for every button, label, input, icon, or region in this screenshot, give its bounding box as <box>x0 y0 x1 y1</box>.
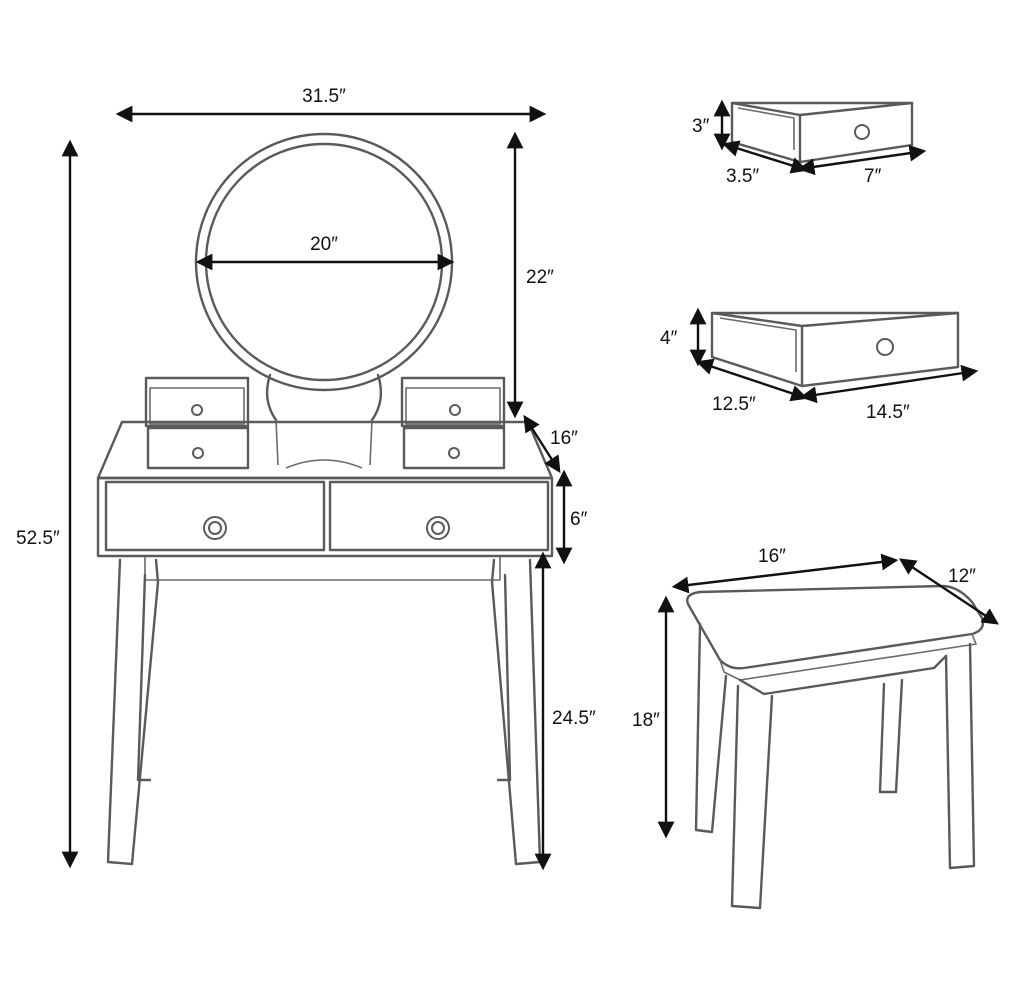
small-drawer <box>730 101 914 164</box>
large-drawer-depth-label: 12.5″ <box>712 394 756 415</box>
large-drawer-dimensions: 4″ 12.5″ 14.5″ <box>660 307 979 423</box>
total-height-label: 52.5″ <box>16 528 60 549</box>
small-drawer-depth-label: 3.5″ <box>726 166 759 187</box>
mirror-height-label: 22″ <box>526 267 554 288</box>
stool <box>686 584 985 910</box>
drawer-front-height-label: 6″ <box>570 509 588 530</box>
stool-width-label: 16″ <box>758 546 786 567</box>
main-drawers <box>96 476 554 581</box>
table-legs <box>106 558 542 866</box>
tabletop <box>96 420 554 480</box>
small-drawer-width-label: 7″ <box>864 166 882 187</box>
large-drawer <box>710 311 960 388</box>
leg-height-dimension: 24.5″ <box>534 551 596 871</box>
vanity-table <box>96 132 554 866</box>
stool-depth-label: 12″ <box>948 566 976 587</box>
width-dimension: 31.5″ <box>115 86 547 123</box>
table-depth-label: 16″ <box>550 428 578 449</box>
round-mirror <box>194 132 454 469</box>
stool-height-label: 18″ <box>632 710 660 731</box>
total-height-dimension: 52.5″ <box>16 139 79 869</box>
drawer-height-dimension: 6″ <box>555 469 588 565</box>
small-drawer-height-label: 3″ <box>692 116 710 137</box>
small-drawer-dimensions: 3″ 3.5″ 7″ <box>692 99 927 187</box>
large-drawer-width-label: 14.5″ <box>866 402 910 423</box>
mirror-height-dimension: 22″ <box>506 131 554 419</box>
table-width-label: 31.5″ <box>302 86 346 107</box>
stool-dimensions: 16″ 12″ 18″ <box>632 546 1000 839</box>
mirror-diameter-label: 20″ <box>310 234 338 255</box>
large-drawer-height-label: 4″ <box>660 328 678 349</box>
table-depth-dimension: 16″ <box>523 414 578 474</box>
mirror-diameter-dimension: 20″ <box>195 234 455 271</box>
upper-drawers <box>144 376 506 470</box>
leg-height-label: 24.5″ <box>552 708 596 729</box>
